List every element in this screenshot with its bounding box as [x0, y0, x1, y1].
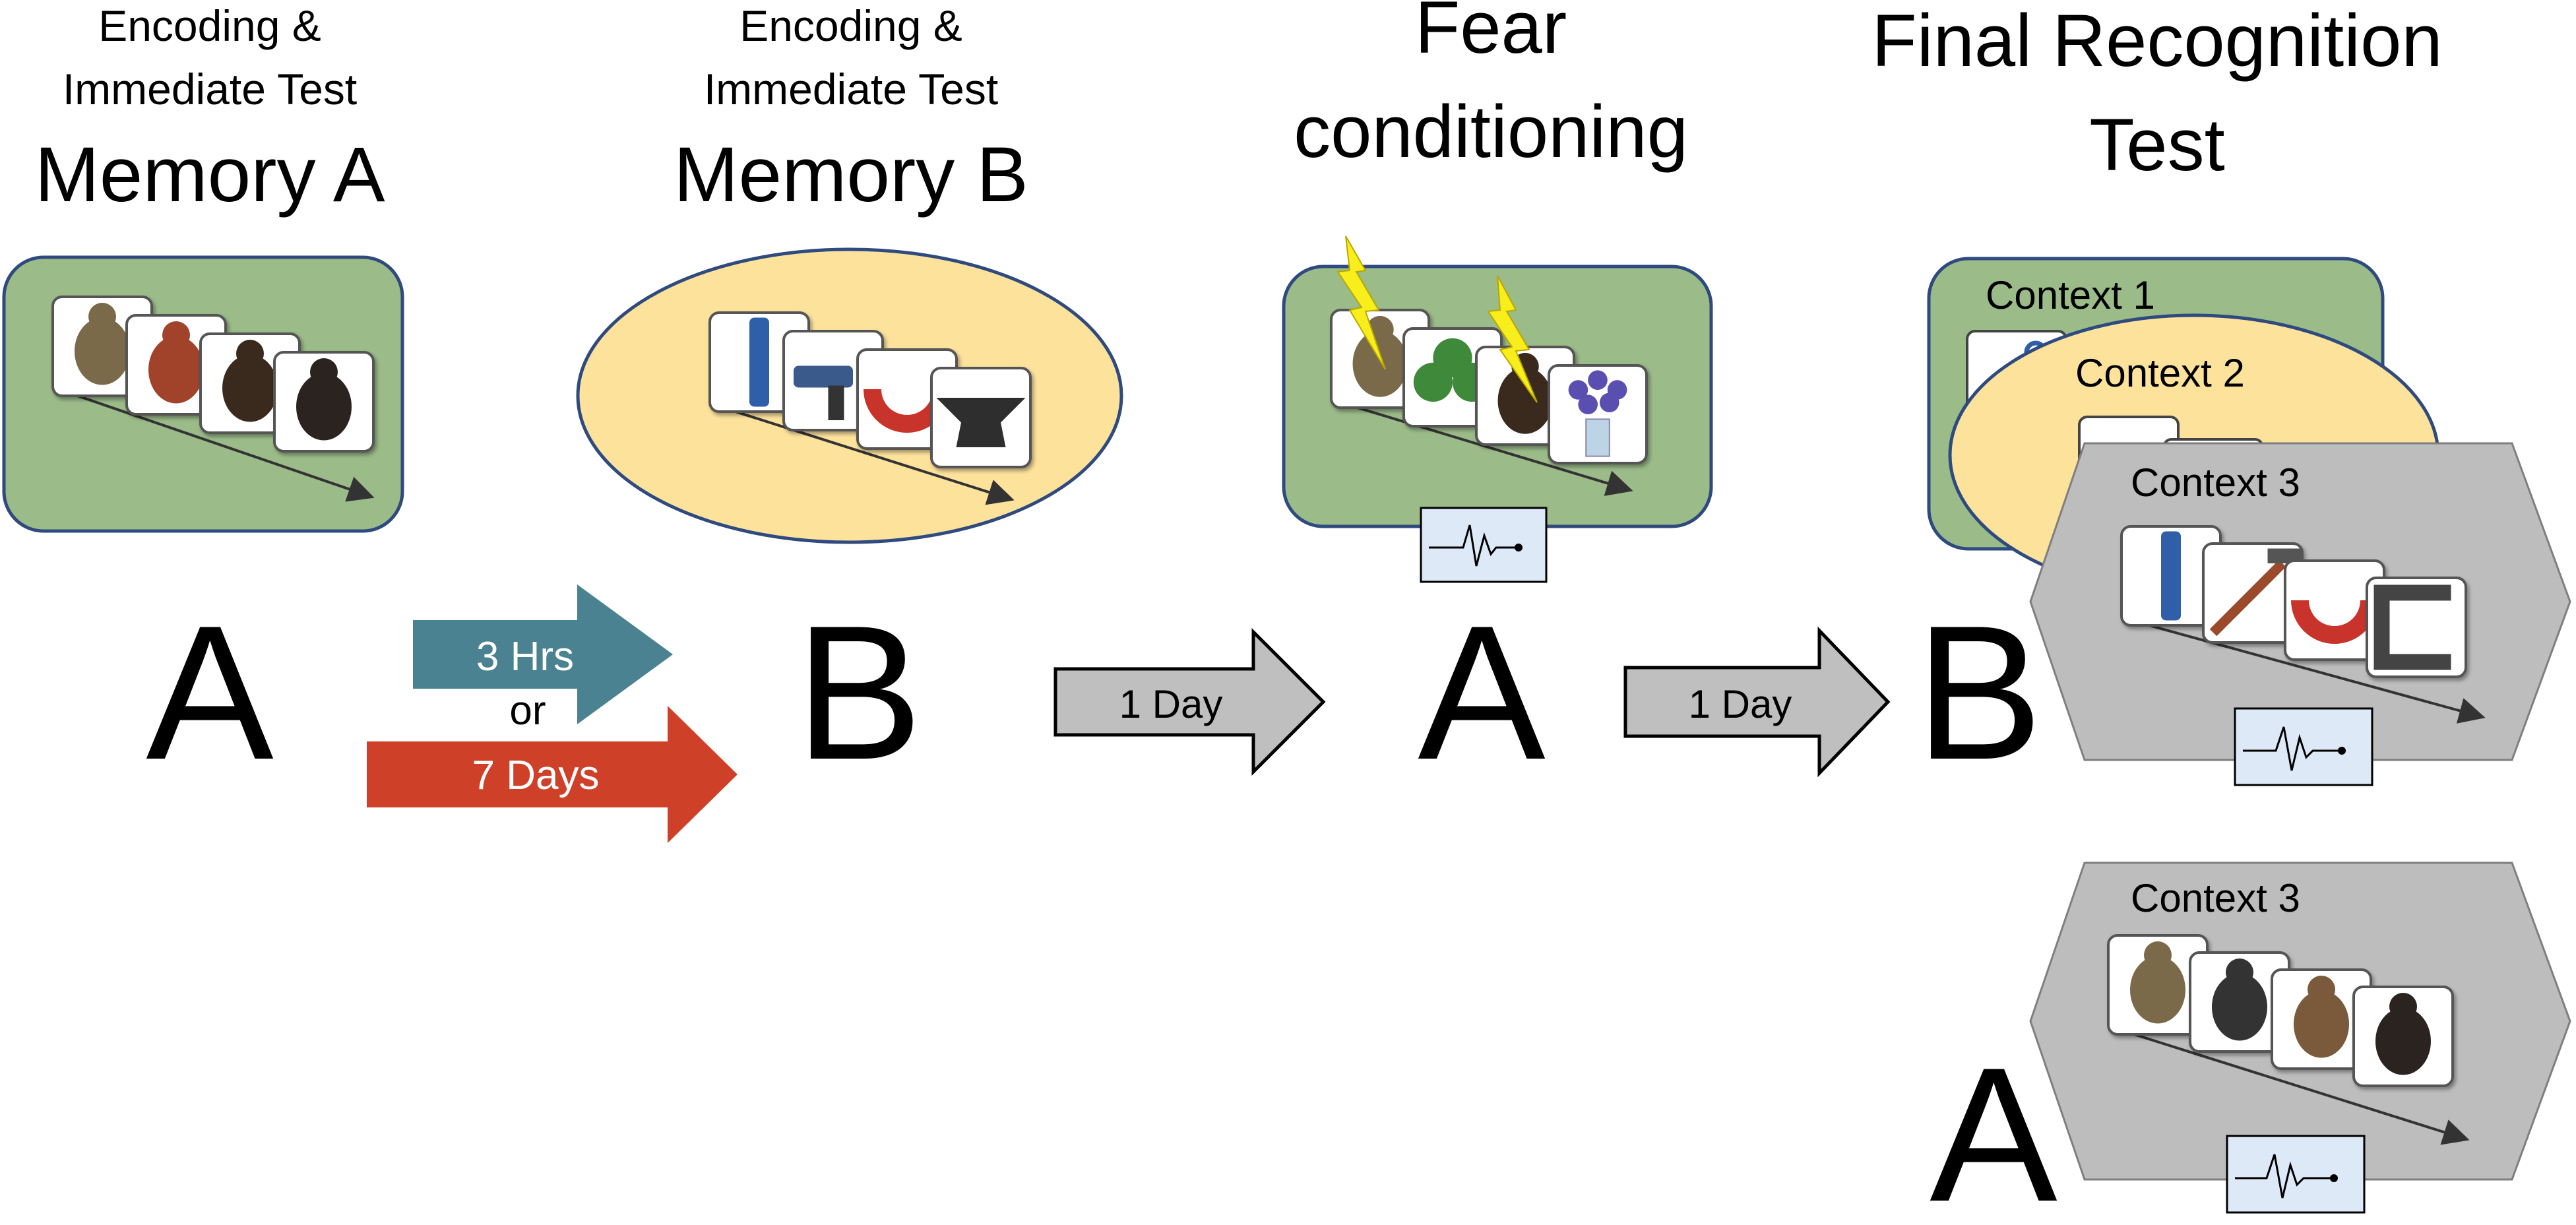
- interval-arrow-2: 1 Day: [1623, 626, 1891, 778]
- final-test-panel: Final Recognition Test Context 1 Context…: [1871, 0, 2571, 1225]
- hedgehog-icon: [2294, 976, 2349, 1058]
- chisel-icon: [749, 317, 769, 407]
- stimulus-card: [930, 367, 1032, 468]
- time-arrow: [65, 391, 375, 502]
- time-arrow: [1344, 402, 1633, 496]
- stimulus-card: [273, 351, 375, 453]
- delay-connector-or: or: [509, 688, 546, 734]
- context-3-bottom-label: Context 3: [2131, 876, 2300, 920]
- delay-arrow-3hrs: [413, 584, 673, 724]
- time-arrow: [2134, 620, 2486, 724]
- scr-recording-icon: [1420, 507, 1548, 583]
- interval-arrow-1: 1 Day: [1053, 627, 1326, 776]
- chimp-icon: [2375, 993, 2431, 1075]
- delay-options: 3 Hrs or 7 Days: [367, 584, 738, 843]
- fear-item-sequence: [1330, 309, 1648, 496]
- interval-1-label: 1 Day: [1119, 682, 1223, 726]
- stimulus-card: [2120, 525, 2222, 627]
- fear-title-line1: Fear: [1415, 0, 1567, 69]
- time-arrow: [2121, 1029, 2470, 1145]
- stimulus-card: [2107, 934, 2209, 1036]
- memory-b-panel: Encoding & Immediate Test Memory B B: [576, 1, 1123, 800]
- delay-label-7days: 7 Days: [472, 753, 600, 798]
- chisel-icon: [2161, 531, 2181, 621]
- final-letter-b: B: [1915, 586, 2042, 800]
- final-title-line2: Test: [2089, 104, 2224, 186]
- memory-b-title: Memory B: [674, 131, 1028, 218]
- drill-icon: [794, 365, 853, 420]
- shock-icon: [1336, 236, 1386, 370]
- memory-a-item-sequence: [51, 296, 375, 502]
- stimulus-card: [2189, 951, 2290, 1053]
- red-panda-icon: [148, 321, 204, 404]
- fear-letter: A: [1418, 586, 1546, 800]
- clamp-icon: [2373, 584, 2451, 670]
- test-a-item-sequence: [2107, 934, 2470, 1145]
- memory-a-letter: A: [146, 586, 274, 800]
- frog-icon: [2130, 941, 2185, 1024]
- memory-b-header-line1: Encoding &: [739, 1, 962, 50]
- fear-title-line2: conditioning: [1294, 90, 1688, 173]
- frog-icon: [75, 303, 130, 385]
- fear-conditioning-panel: Fear conditioning A: [1282, 0, 1713, 800]
- delay-arrow-7days: [367, 706, 738, 843]
- interval-2-label: 1 Day: [1689, 682, 1792, 726]
- memory-a-header-line2: Immediate Test: [63, 65, 357, 113]
- anvil-icon: [936, 398, 1026, 447]
- scr-recording-icon: [2234, 707, 2373, 786]
- time-arrow: [722, 406, 1015, 505]
- context-1-label: Context 1: [1986, 273, 2155, 317]
- stimulus-card: [2366, 577, 2467, 678]
- memory-a-panel: Encoding & Immediate Test Memory A A: [2, 1, 404, 800]
- final-letter-a: A: [1930, 1028, 2058, 1225]
- eagle-icon: [222, 340, 278, 422]
- memory-b-item-sequence: [708, 311, 1032, 505]
- chimp-icon: [296, 358, 352, 441]
- final-title-line1: Final Recognition: [1871, 0, 2442, 82]
- test-b-item-sequence: [2120, 525, 2486, 724]
- memory-a-header-line1: Encoding &: [98, 1, 321, 50]
- cow-icon: [2212, 958, 2267, 1041]
- shock-icon: [1487, 275, 1538, 403]
- context-3-top-label: Context 3: [2131, 460, 2300, 505]
- memory-a-title: Memory A: [34, 131, 385, 218]
- stimulus-card: [2352, 986, 2454, 1087]
- memory-b-letter: B: [795, 586, 922, 800]
- flowers-icon: [1568, 370, 1627, 457]
- stimulus-card: [1548, 364, 1648, 464]
- scr-recording-icon: [2226, 1135, 2366, 1214]
- context-2-label: Context 2: [2075, 351, 2245, 395]
- delay-label-3hrs: 3 Hrs: [476, 634, 574, 679]
- memory-b-header-line2: Immediate Test: [704, 65, 998, 113]
